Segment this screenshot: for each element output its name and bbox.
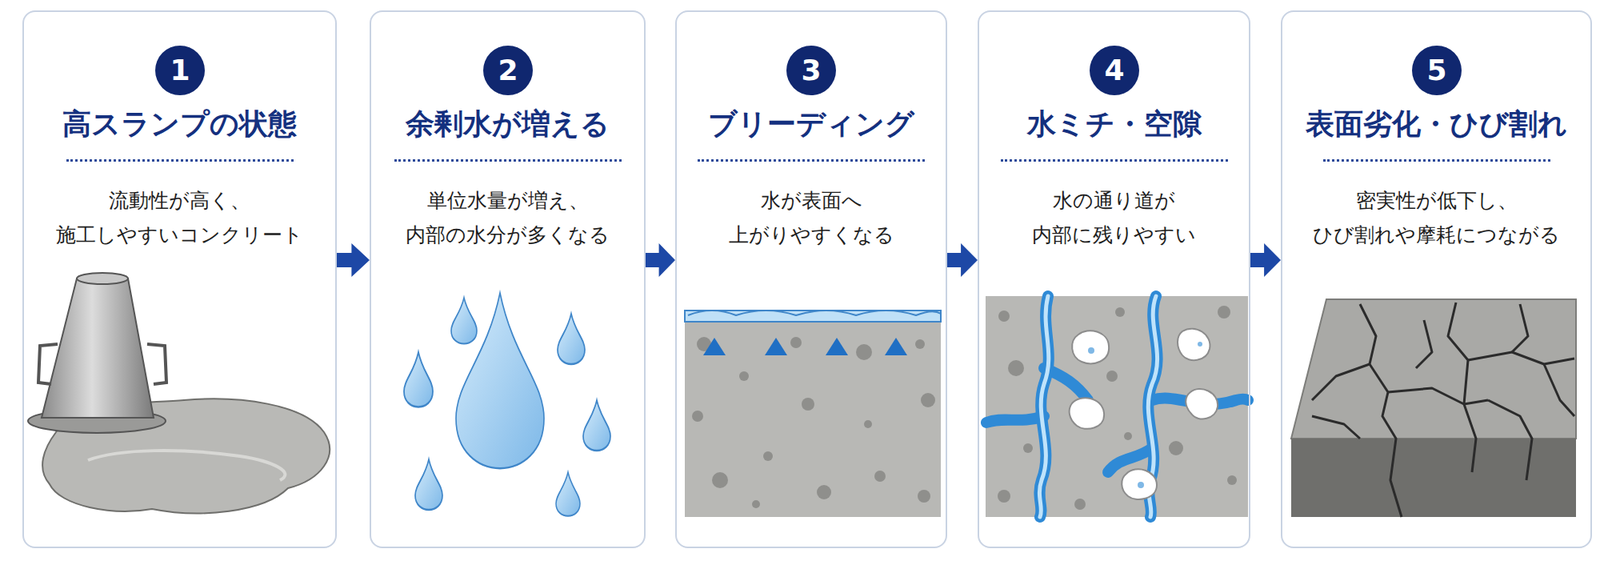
step-heading: 高スランプの状態 [24,106,336,142]
step-number-circle: 5 [1412,45,1462,96]
step-number: 4 [1089,45,1140,96]
step-heading: 水ミチ・空隙 [979,106,1249,142]
channels-illustration [985,296,1248,517]
dotted-divider [394,159,622,162]
step-panel: 高スランプの状態流動性が高く、 施工しやすいコンクリート 1 [22,10,337,548]
step-number-circle: 1 [155,45,205,96]
step-panel: ブリーディング水が表面へ 上がりやすくなる 3 [675,10,948,548]
slump-illustration [28,272,330,513]
step-number: 1 [155,45,205,96]
step-number: 2 [483,45,533,96]
water-drops [404,292,611,516]
dotted-divider [697,159,925,162]
bleeding-illustration [684,310,941,517]
step-number-circle: 3 [786,45,836,96]
step-heading: 余剰水が増える [371,106,644,142]
flow-arrow [947,243,978,277]
dotted-divider [1000,159,1228,162]
step-number: 5 [1412,45,1462,96]
step-panel: 余剰水が増える単位水量が増え、 内部の水分が多くなる 2 [369,10,646,548]
step-panel: 水ミチ・空隙水の通り道が 内部に残りやすい 4 [977,10,1251,548]
step-description: 密実性が低下し、 ひび割れや摩耗につながる [1298,183,1575,252]
step-description: 水の通り道が 内部に残りやすい [995,183,1233,252]
flow-arrow [645,243,676,277]
flow-arrow [1250,243,1281,277]
step-heading: ブリーディング [676,106,946,142]
step-number-circle: 2 [483,45,533,96]
cracked-slab [1291,299,1576,517]
step-description: 単位水量が増え、 内部の水分が多くなる [387,183,628,252]
dotted-divider [66,159,294,162]
step-description: 流動性が高く、 施工しやすいコンクリート [40,183,320,252]
dotted-divider [1323,159,1551,162]
step-number-circle: 4 [1089,45,1140,96]
step-heading: 表面劣化・ひび割れ [1282,106,1591,142]
flow-arrow [336,243,370,277]
step-number: 3 [786,45,836,96]
step-panel: 表面劣化・ひび割れ密実性が低下し、 ひび割れや摩耗につながる 5 [1280,10,1592,548]
step-description: 水が表面へ 上がりやすくなる [692,183,930,252]
